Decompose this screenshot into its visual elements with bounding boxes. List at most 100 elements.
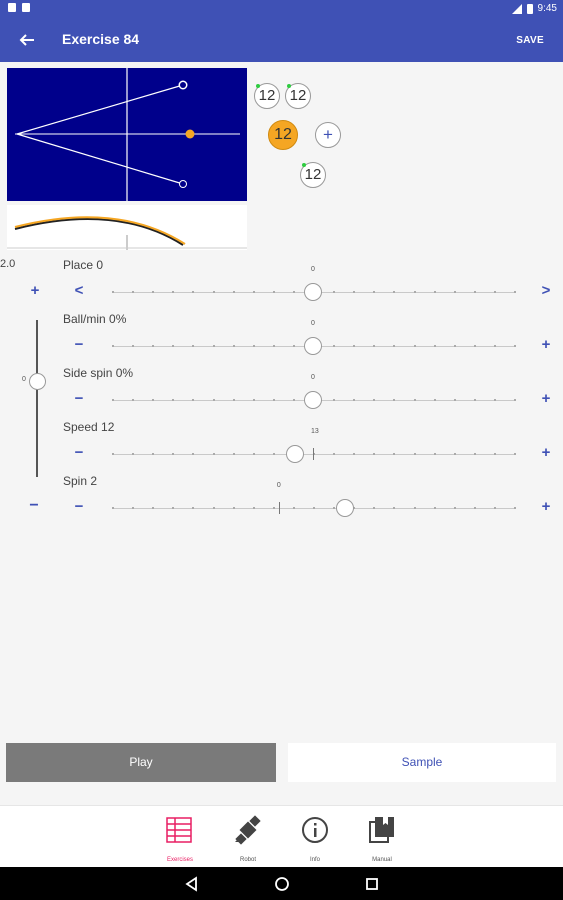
ball-chip[interactable]: 12: [285, 83, 311, 109]
app-bar: Exercise 84 SAVE: [0, 17, 563, 62]
slider-minus-button[interactable]: −: [74, 336, 84, 353]
slider-plus-button[interactable]: +: [541, 390, 551, 407]
trajectory-view: [7, 205, 247, 250]
slider-step-dot: [212, 399, 215, 401]
slider-step-dot: [393, 291, 396, 293]
nav-item-info[interactable]: Info: [287, 810, 343, 866]
slider-minus-button[interactable]: −: [74, 444, 84, 461]
table-view[interactable]: [7, 68, 247, 201]
ball-chip[interactable]: 12: [300, 162, 326, 188]
vertical-plus-button[interactable]: +: [30, 282, 40, 299]
slider-step-dot: [152, 291, 155, 293]
vertical-minus-button[interactable]: −: [29, 497, 39, 514]
slider-thumb[interactable]: [336, 499, 355, 517]
slider-thumb[interactable]: [285, 445, 304, 463]
system-navigation: [0, 867, 563, 900]
nav-item-robot[interactable]: Robot: [220, 810, 276, 866]
slider-step-dot: [172, 399, 175, 401]
slider-thumb[interactable]: [304, 283, 322, 301]
slider-step-dot: [333, 453, 336, 455]
list-icon: [166, 817, 192, 843]
recents-nav-icon[interactable]: [364, 876, 380, 892]
slider-step-dot: [252, 345, 255, 347]
slider-step-dot: [333, 507, 336, 509]
arrow-left-icon[interactable]: [14, 27, 40, 53]
nav-label: Robot: [239, 857, 256, 863]
slider-left-button[interactable]: <: [74, 282, 84, 299]
vertical-slider-track[interactable]: [36, 320, 38, 477]
slider-step-dot: [433, 507, 436, 509]
slider-step-dot: [252, 507, 255, 509]
slider-step-dot: [413, 453, 416, 455]
play-button[interactable]: Play: [6, 743, 276, 782]
slider-label: Ball/min 0%: [63, 312, 127, 326]
slider-step-dot: [493, 345, 496, 347]
add-ball-button[interactable]: +: [315, 122, 341, 148]
slider-step-dot: [393, 399, 396, 401]
vertical-slider-thumb[interactable]: [29, 373, 46, 390]
vertical-slider-value: 2.0: [0, 258, 16, 270]
notification-icon: [8, 3, 16, 12]
slider-step-dot: [413, 399, 416, 401]
slider-step-dot: [112, 291, 114, 293]
slider-step-dot: [172, 291, 175, 293]
slider-step-dot: [453, 291, 456, 293]
slider-step-dot: [172, 345, 175, 347]
slider-right-button[interactable]: >: [541, 282, 551, 299]
slider-step-dot: [152, 399, 155, 401]
ball-chip[interactable]: 12: [254, 83, 280, 109]
slider-minus-button[interactable]: −: [74, 498, 84, 515]
sample-button[interactable]: Sample: [288, 743, 556, 782]
slider-step-dot: [433, 291, 436, 293]
back-nav-icon[interactable]: [184, 876, 200, 892]
slider-plus-button[interactable]: +: [541, 444, 551, 461]
slider-plus-button[interactable]: +: [541, 336, 551, 353]
slider-step-dot: [232, 345, 235, 347]
save-button[interactable]: SAVE: [516, 35, 544, 46]
slider-step-dot: [132, 507, 135, 509]
slider-step-dot: [514, 507, 516, 509]
nav-label: Info: [309, 857, 320, 863]
slider-step-dot: [333, 399, 336, 401]
nav-item-manual[interactable]: Manual: [354, 810, 410, 866]
slider-step-dot: [252, 399, 255, 401]
ball-chip-selected[interactable]: 12: [268, 120, 298, 150]
home-nav-icon[interactable]: [274, 876, 290, 892]
slider-step-dot: [433, 345, 436, 347]
slider-step-dot: [232, 399, 235, 401]
slider-step-dot: [232, 291, 235, 293]
slider-step-dot: [473, 507, 476, 509]
slider-step-dot: [212, 453, 215, 455]
slider-tick-label: 0: [311, 320, 315, 327]
notification-icon: [22, 3, 30, 12]
slider-step-dot: [192, 507, 195, 509]
slider-step-dot: [292, 399, 295, 401]
slider-step-dot: [393, 453, 396, 455]
slider-default-mark: [313, 448, 314, 460]
slider-thumb[interactable]: [304, 391, 322, 409]
slider-step-dot: [172, 453, 175, 455]
slider-thumb[interactable]: [304, 337, 322, 355]
nav-item-exercises[interactable]: Exercises: [152, 810, 208, 866]
slider-step-dot: [493, 399, 496, 401]
slider-plus-button[interactable]: +: [541, 498, 551, 515]
slider-step-dot: [272, 345, 275, 347]
bottom-navigation: Exercises Robot Info Manual: [0, 805, 563, 867]
slider-step-dot: [373, 453, 376, 455]
slider-step-dot: [433, 453, 436, 455]
slider-minus-button[interactable]: −: [74, 390, 84, 407]
slider-step-dot: [272, 507, 275, 509]
active-target-point[interactable]: [185, 129, 195, 139]
slider-step-dot: [152, 345, 155, 347]
slider-step-dot: [232, 507, 235, 509]
status-time: 9:45: [537, 3, 557, 14]
slider-step-dot: [373, 399, 376, 401]
slider-label: Spin 2: [63, 474, 98, 488]
slider-step-dot: [453, 507, 456, 509]
slider-step-dot: [514, 399, 516, 401]
slider-step-dot: [132, 453, 135, 455]
slider-track[interactable]: [112, 507, 516, 509]
slider-step-dot: [152, 507, 155, 509]
slider-step-dot: [473, 345, 476, 347]
slider-step-dot: [493, 507, 496, 509]
